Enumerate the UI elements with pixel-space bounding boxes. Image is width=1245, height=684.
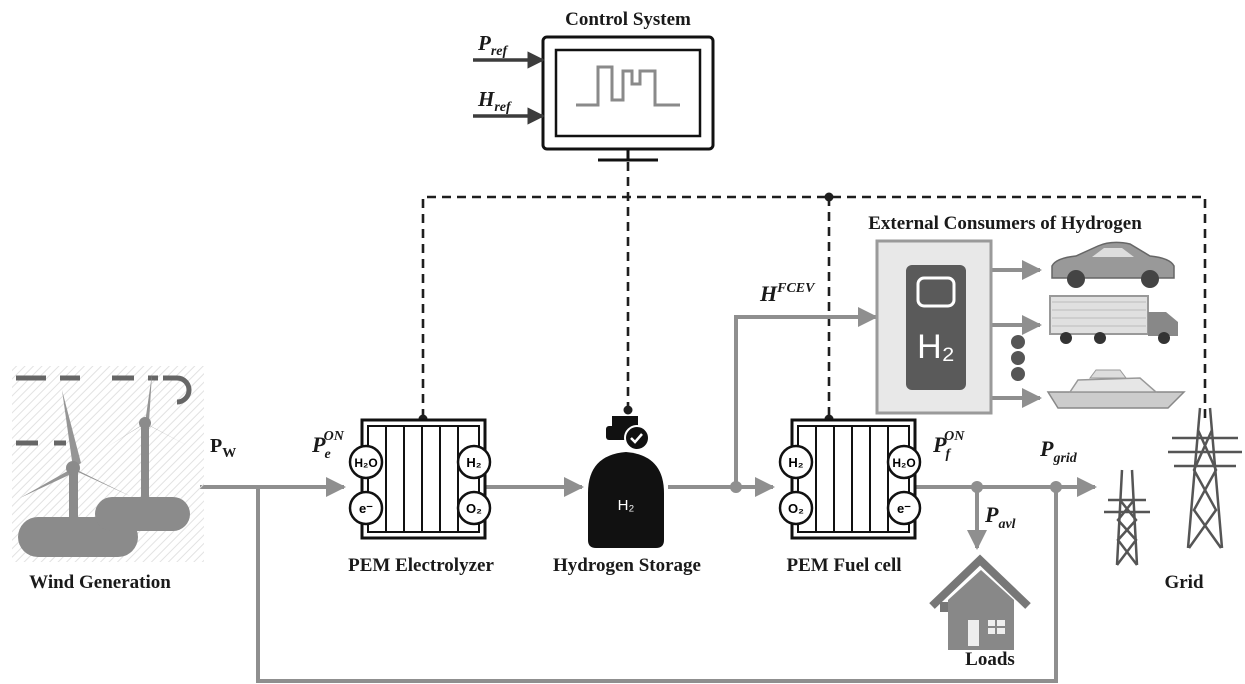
car-icon bbox=[1051, 241, 1175, 288]
wind-turbine-icon bbox=[12, 366, 204, 562]
truck-icon bbox=[1049, 295, 1178, 344]
svg-text:O₂: O₂ bbox=[466, 501, 482, 516]
pem-fuel-cell-icon: H₂ O₂ H₂O e⁻ bbox=[778, 418, 922, 540]
house-icon bbox=[929, 554, 1031, 650]
h-ref-label: Href bbox=[477, 87, 512, 115]
svg-text:e⁻: e⁻ bbox=[359, 501, 373, 516]
transmission-tower-icon bbox=[1104, 407, 1242, 566]
station-h2-label: H₂ bbox=[917, 328, 955, 366]
hydrogen-storage-label: Hydrogen Storage bbox=[553, 555, 701, 576]
hydrogen-tank-icon: H₂ bbox=[588, 416, 664, 548]
svg-text:e⁻: e⁻ bbox=[897, 501, 911, 516]
pem-fuel-cell-label: PEM Fuel cell bbox=[786, 555, 901, 576]
wind-generation-label: Wind Generation bbox=[29, 572, 171, 593]
control-system-title: Control System bbox=[565, 9, 691, 30]
svg-text:H₂: H₂ bbox=[788, 455, 803, 470]
p-grid-label: Pgrid bbox=[1039, 436, 1078, 466]
p-f-on-label: PfON bbox=[932, 429, 965, 462]
tank-h2-label: H₂ bbox=[618, 497, 635, 514]
hydrogen-station-icon: H₂ bbox=[875, 239, 993, 415]
p-w-label: PW bbox=[210, 435, 236, 461]
flow-lines bbox=[200, 260, 1097, 683]
loads-label: Loads bbox=[965, 649, 1015, 670]
p-ref-label: Pref bbox=[477, 31, 508, 59]
svg-text:H₂O: H₂O bbox=[354, 456, 377, 470]
ellipsis-dots bbox=[1011, 335, 1025, 381]
pem-electrolyzer-label: PEM Electrolyzer bbox=[348, 555, 494, 576]
grid-label: Grid bbox=[1164, 572, 1203, 593]
p-e-on-label: PeON bbox=[311, 429, 345, 462]
p-avl-label: Pavl bbox=[984, 502, 1016, 532]
external-consumers-label: External Consumers of Hydrogen bbox=[868, 213, 1142, 234]
pem-electrolyzer-icon: H₂O e⁻ H₂ O₂ bbox=[348, 418, 492, 540]
svg-text:O₂: O₂ bbox=[788, 501, 804, 516]
monitor-icon bbox=[541, 35, 715, 162]
h-fcev-label: HFCEV bbox=[759, 281, 816, 306]
boat-icon bbox=[1046, 369, 1186, 409]
svg-text:H₂: H₂ bbox=[466, 455, 481, 470]
svg-text:H₂O: H₂O bbox=[892, 456, 915, 470]
